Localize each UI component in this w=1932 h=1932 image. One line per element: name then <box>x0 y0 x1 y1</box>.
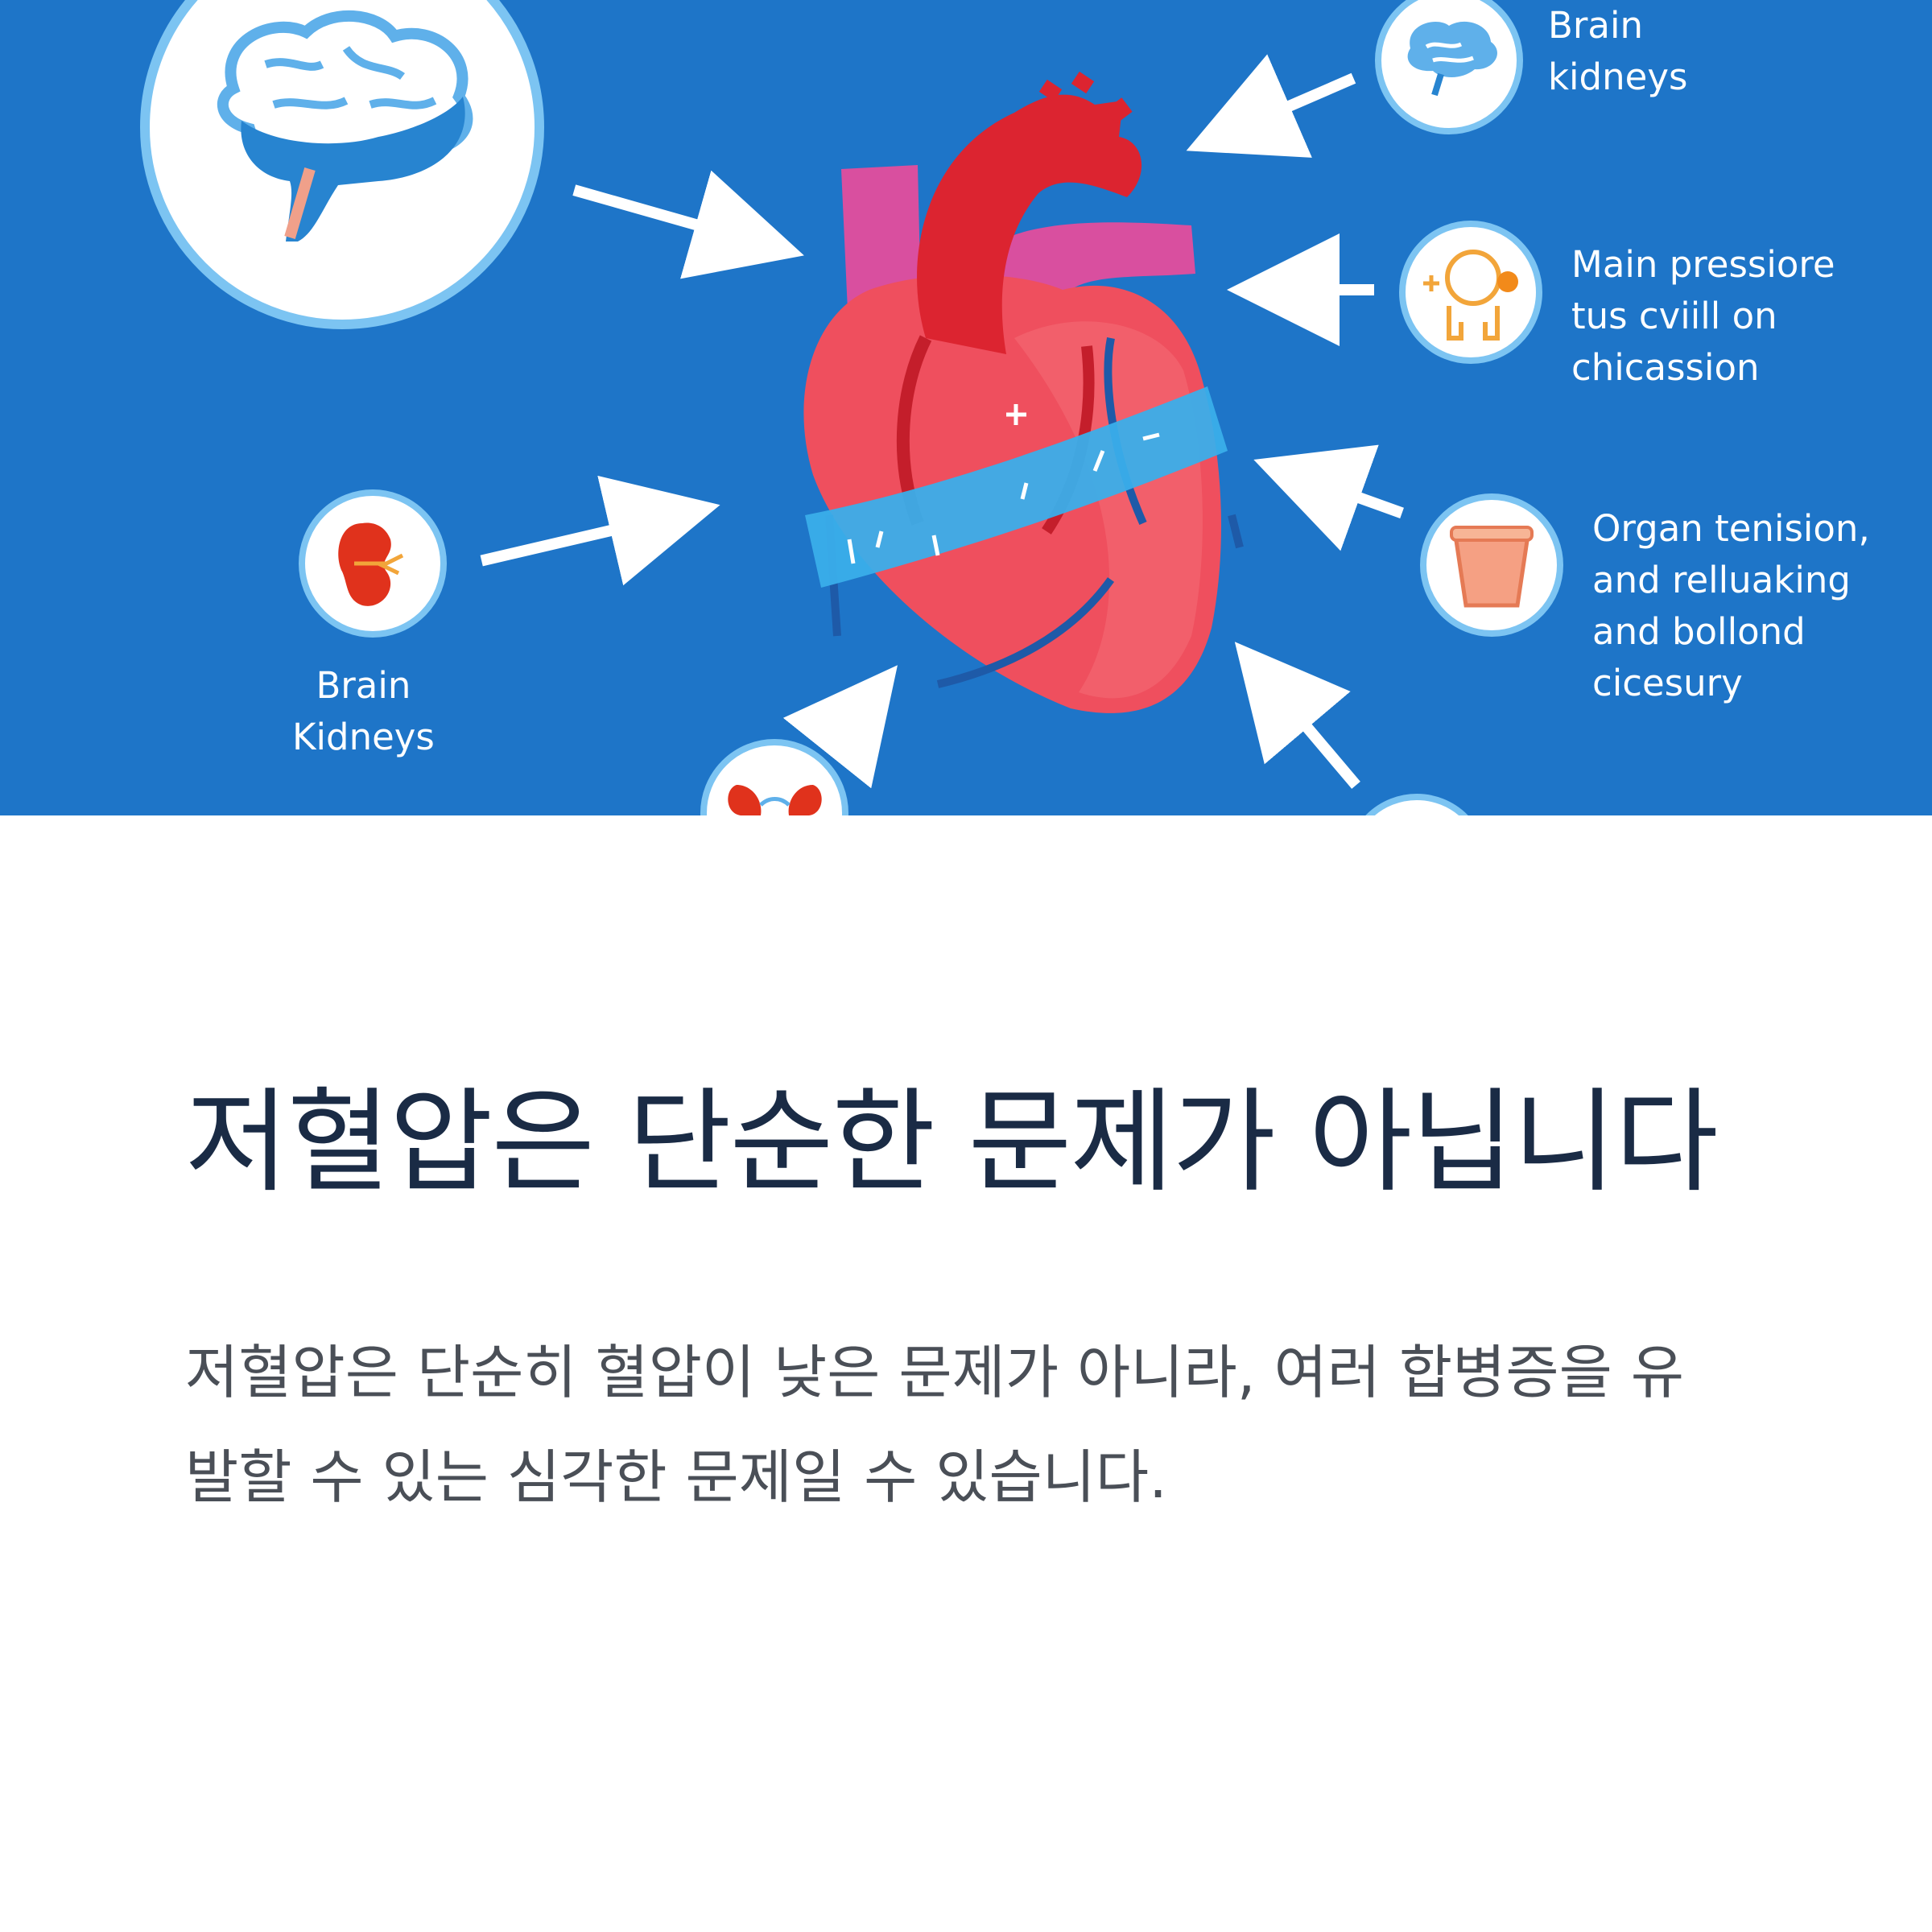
article-content: 저혈압은 단순한 문제가 아닙니다 저혈압은 단순히 혈압이 낮은 문제가 아니… <box>185 1063 1763 1530</box>
label-line: Brain <box>316 664 411 707</box>
kidney-icon <box>299 489 447 638</box>
heart-icon <box>803 71 1244 713</box>
label-organ-tension: Organ tenision, and relluaking and bollo… <box>1592 503 1870 709</box>
label-line: Brain <box>1548 4 1643 47</box>
label-line: tus cviill on <box>1571 295 1777 337</box>
label-line: Kidneys <box>292 716 435 758</box>
label-line: Main pressiore <box>1571 243 1835 286</box>
arrow <box>1234 642 1360 789</box>
illustration-canvas <box>140 0 1563 815</box>
hero-illustration: Brain kidneys Main pressiore tus cviill … <box>0 0 1932 815</box>
arrow <box>1186 54 1356 158</box>
label-line: kidneys <box>1548 56 1688 98</box>
kidneys-icon <box>700 739 848 815</box>
article-body: 저혈압은 단순히 혈압이 낮은 문제가 아니라, 여러 합병증을 유발할 수 있… <box>185 1339 1684 1511</box>
label-line: cicesury <box>1592 662 1743 704</box>
circle-bottom-right <box>1365 794 1468 815</box>
arrow <box>572 170 804 279</box>
brain-icon <box>140 0 544 329</box>
arrows <box>480 54 1404 789</box>
page-title: 저혈압은 단순한 문제가 아닙니다 <box>185 1077 1719 1208</box>
label-line: chicassion <box>1571 346 1760 389</box>
arrow <box>1253 444 1404 551</box>
arrow <box>782 665 898 789</box>
cup-icon <box>1420 493 1563 637</box>
brain-icon-small <box>1375 0 1523 134</box>
label-line: and relluaking <box>1592 559 1851 601</box>
label-brain-kidneys-left: Brain Kidneys <box>292 660 435 763</box>
label-line: and bollond <box>1592 610 1806 653</box>
label-main-pressure: Main pressiore tus cviill on chicassion <box>1571 239 1835 394</box>
arrow <box>480 475 720 586</box>
label-line: Organ tenision, <box>1592 507 1870 550</box>
label-brain-kidneys-top: Brain kidneys <box>1548 0 1687 103</box>
person-icon <box>1399 221 1542 364</box>
